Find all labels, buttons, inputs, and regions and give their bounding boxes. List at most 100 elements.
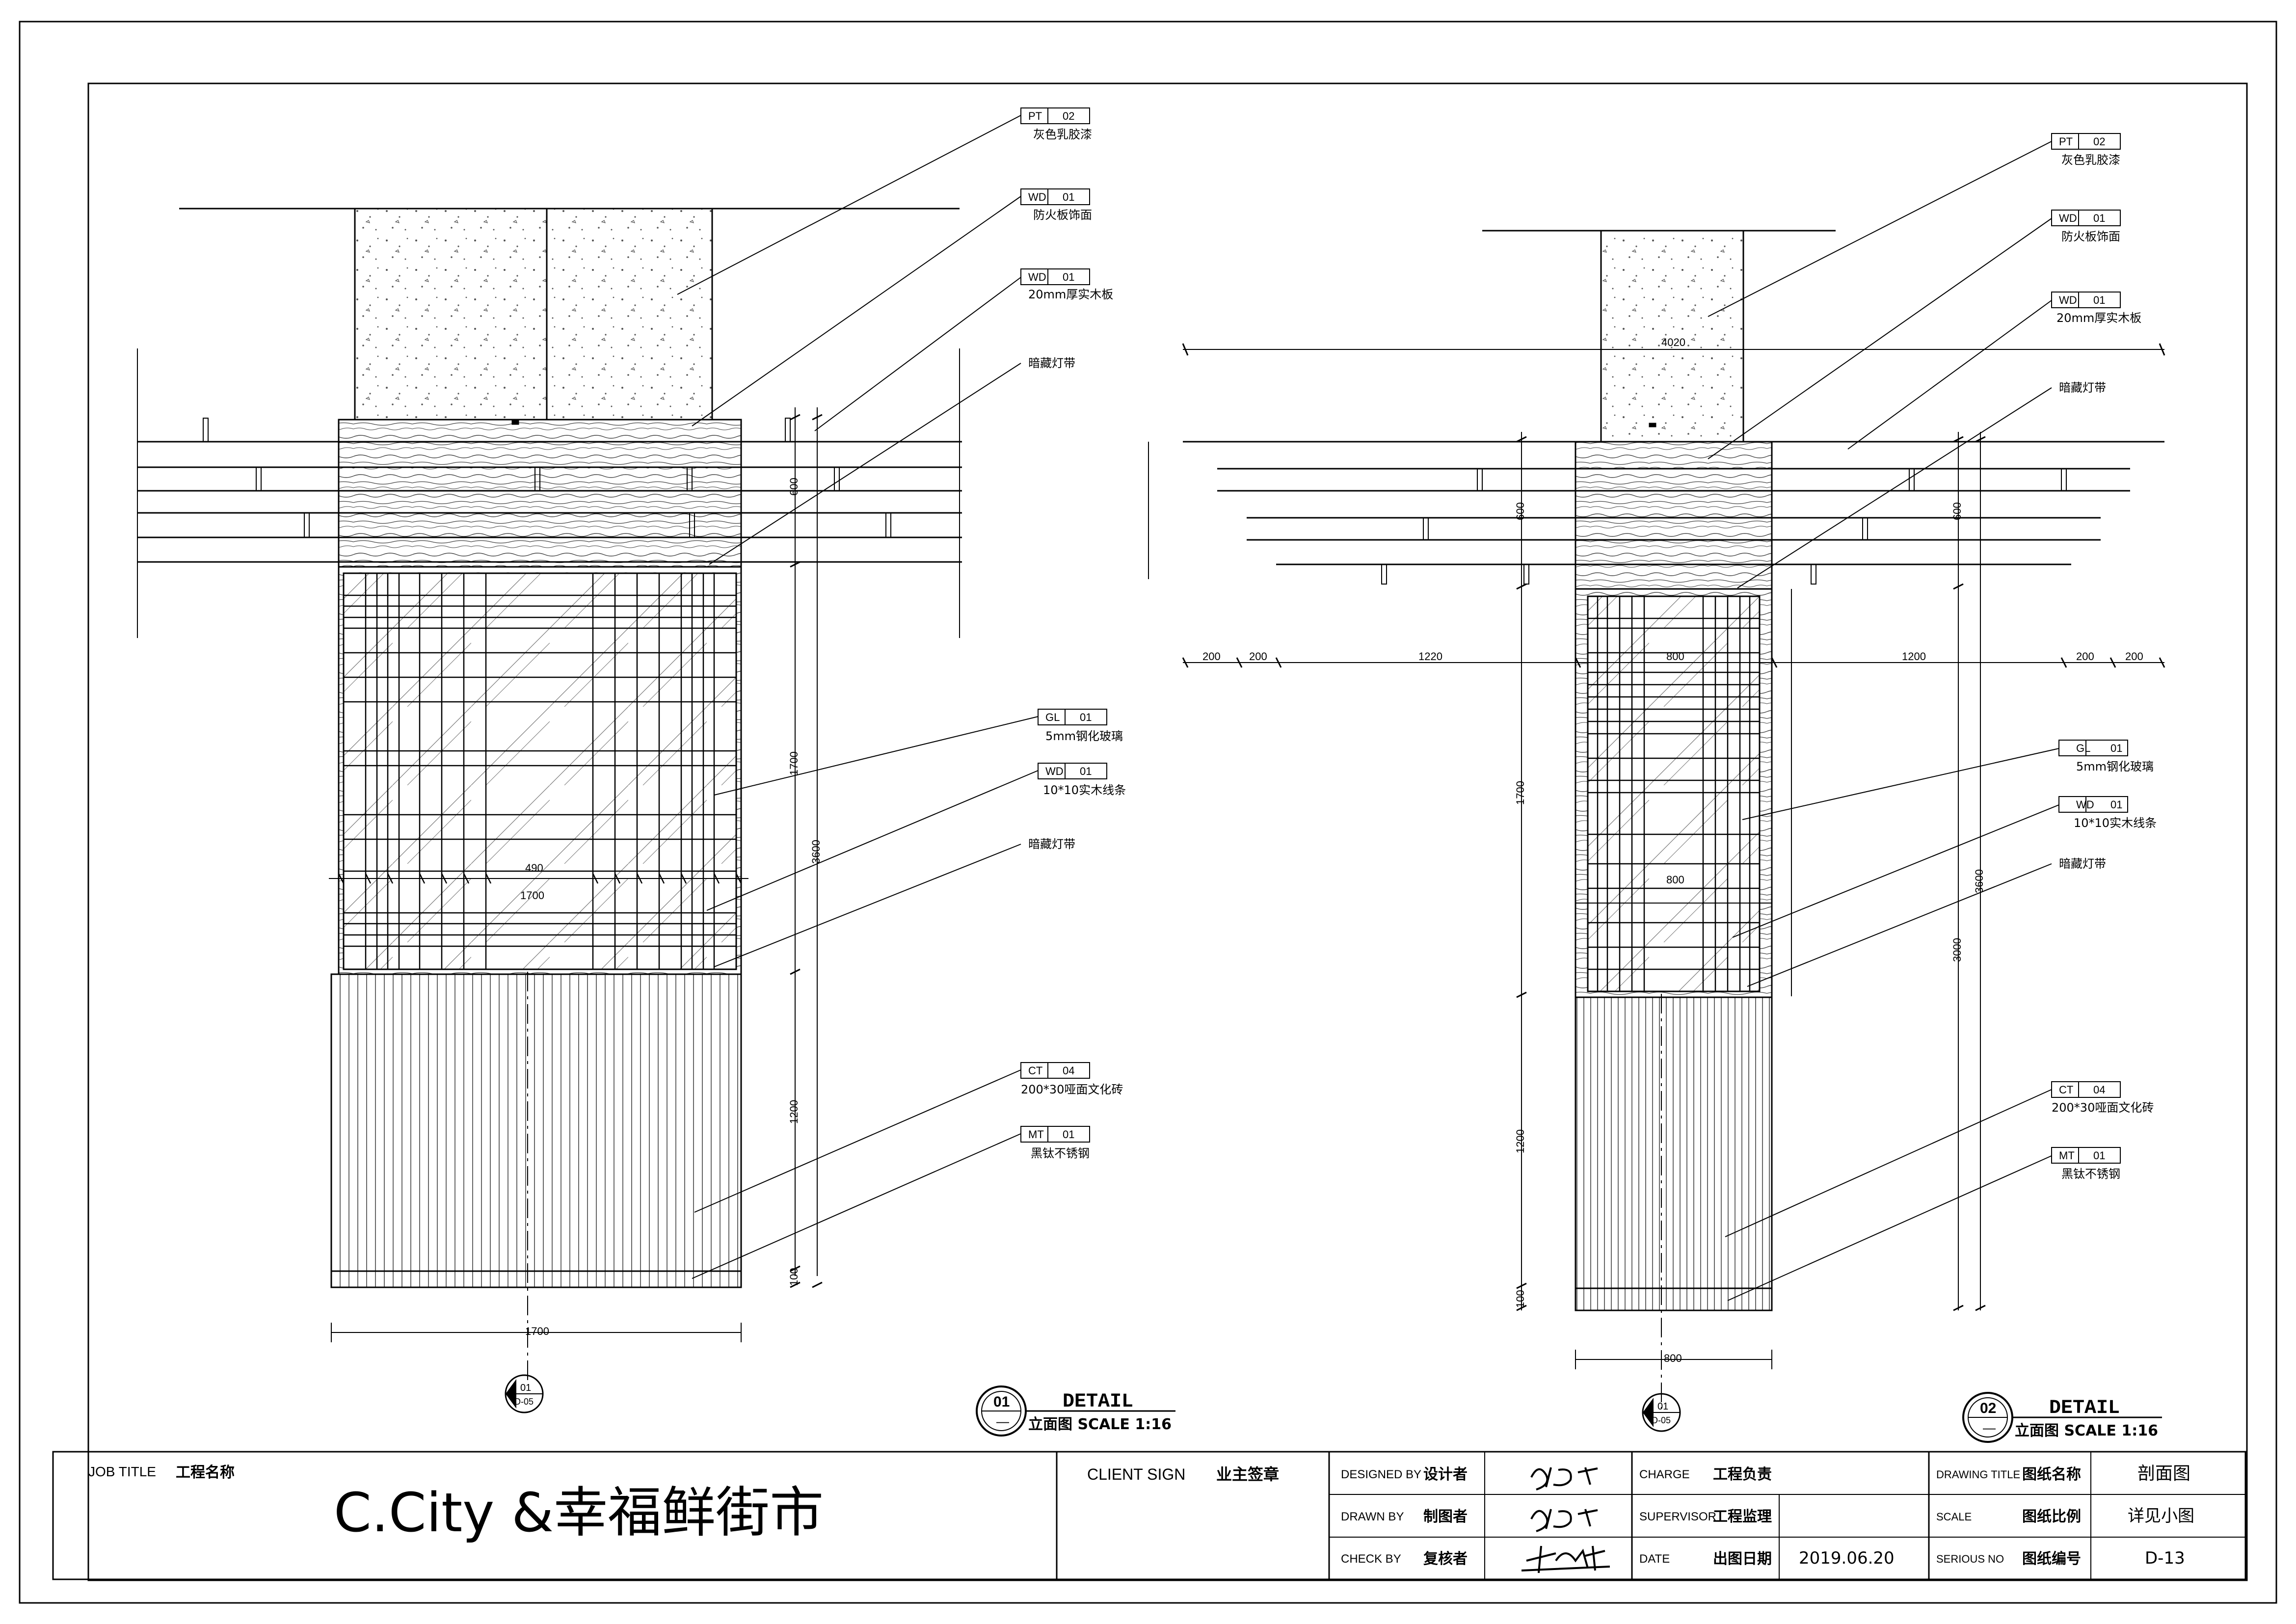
left-tag-2-num: 01 [1063,271,1074,283]
right-tag-1-num: 01 [2093,212,2105,224]
right-tag-8-code: MT [2059,1149,2075,1162]
detail-02-num: 02 [1980,1400,1996,1416]
left-tag-3-desc: 暗藏灯带 [1028,356,1075,370]
check-by-label: CHECK BY [1341,1552,1401,1566]
section-marker-right: 01 D-05 [1642,1393,1681,1432]
drawing-title-label: DRAWING TITLE [1936,1468,2020,1481]
detail-label-02: 02 — DETAIL 立面图 SCALE 1:16 [1962,1392,2162,1443]
dim-right-3600: 3600 [1973,869,1985,893]
right-tag-8-num: 01 [2093,1149,2105,1162]
left-tag-0-code: PT [1028,110,1042,122]
dim-right-1200: 1200 [1514,1129,1526,1153]
right-material-tags [2051,133,2128,1164]
dim-right-100: 100 [1514,1290,1526,1308]
dim-right-seg-4: 1200 [1902,650,1926,663]
designed-by-cn: 设计者 [1423,1466,1468,1483]
left-tag-8-num: 01 [1063,1128,1074,1141]
serious-no-cn: 图纸编号 [2022,1550,2081,1568]
left-tag-8-code: MT [1028,1128,1044,1141]
right-tag-5-desc: 10*10实木线条 [2074,816,2157,830]
dim-right-600: 600 [1514,502,1526,520]
scale-value: 详见小图 [2128,1506,2194,1526]
leader-lines [677,115,2059,1301]
dim-right-seg-0: 200 [1202,650,1221,663]
section-marker-left-num: 01 [520,1383,531,1393]
signature-drafter [1530,1509,1598,1532]
right-tag-3-desc: 暗藏灯带 [2059,381,2106,395]
charge-label: CHARGE [1639,1468,1690,1481]
dim-left-1700: 1700 [788,751,800,775]
serious-no-value: D-13 [2145,1548,2185,1568]
dim-right-seg-1: 200 [1249,650,1267,663]
section-marker-right-ref: D-05 [1652,1415,1671,1425]
left-tag-6-desc: 暗藏灯带 [1028,837,1075,851]
left-tag-0-num: 02 [1063,110,1074,122]
dim-left-490: 490 [525,862,543,874]
dim-left-100: 100 [788,1268,800,1286]
detail-02-title: DETAIL [2049,1397,2120,1419]
detail-02-sub: — [1983,1420,1996,1435]
right-tag-texts: PT 02 灰色乳胶漆 WD 01 防火板饰面 WD 01 20mm厚实木板 暗… [2052,135,2157,1181]
right-tag-2-desc: 20mm厚实木板 [2056,311,2141,325]
left-tag-8-desc: 黑钛不锈钢 [1031,1146,1090,1160]
dim-left-600: 600 [788,478,800,496]
section-marker-right-num: 01 [1657,1401,1668,1412]
client-sign-cn: 业主签章 [1216,1465,1279,1484]
drawn-by-label: DRAWN BY [1341,1510,1404,1523]
dim-left-3600: 3600 [810,840,822,864]
dim-right-3000: 3000 [1951,938,1963,962]
date-label: DATE [1639,1552,1670,1566]
dim-right-top: 4020 [1661,336,1685,348]
dim-left-1200: 1200 [788,1100,800,1124]
detail-02-caption: 立面图 SCALE 1:16 [2015,1422,2158,1439]
left-tag-0-desc: 灰色乳胶漆 [1033,128,1092,141]
dim-right-width-mid: 800 [1666,874,1684,886]
right-tag-2-num: 01 [2093,294,2105,306]
signature-designer [1530,1467,1598,1491]
dim-right-seg-6: 200 [2125,650,2143,663]
left-tag-4-desc: 5mm钢化玻璃 [1045,729,1123,743]
right-tag-2-code: WD [2059,294,2077,306]
designed-by-label: DESIGNED BY [1341,1468,1421,1481]
right-tag-7-num: 04 [2093,1084,2105,1096]
left-tag-4-num: 01 [1080,711,1092,723]
right-tag-5-code: WD [2076,799,2094,811]
left-tag-5-desc: 10*10实木线条 [1043,783,1126,797]
dim-left-width-mid: 1700 [520,889,544,902]
project-name: C.City &幸福鲜街市 [334,1481,824,1544]
right-tag-4-num: 01 [2110,742,2122,754]
left-tag-texts: PT 02 灰色乳胶漆 WD 01 防火板饰面 WD 01 20mm厚实木板 暗… [1021,110,1126,1160]
left-tag-5-code: WD [1045,765,1064,777]
right-elevation [1148,230,2165,1409]
scale-label: SCALE [1936,1511,1972,1523]
right-tag-5-num: 01 [2110,799,2122,811]
left-tag-2-code: WD [1028,271,1046,283]
right-dimension-texts: 4020 200 200 1220 800 1200 200 200 600 1… [1202,336,2143,1364]
date-value: 2019.06.20 [1799,1548,1895,1568]
job-title-cn: 工程名称 [176,1464,235,1481]
job-title-label: JOB TITLE [88,1464,156,1479]
serious-no-label: SERIOUS NO [1936,1553,2004,1565]
dim-right-seg-5: 200 [2076,650,2094,663]
left-tag-7-desc: 200*30哑面文化砖 [1021,1083,1123,1096]
dim-right-seg-3: 800 [1666,650,1684,663]
section-marker-left: 01 D-05 [505,1374,544,1413]
check-by-cn: 复核者 [1423,1550,1468,1568]
left-tag-7-code: CT [1028,1065,1042,1077]
detail-01-sub: — [996,1414,1009,1429]
left-tag-5-num: 01 [1080,765,1092,777]
right-tag-7-code: CT [2059,1084,2073,1096]
left-material-tags [1020,107,1107,1143]
charge-cn: 工程负责 [1713,1466,1772,1483]
title-block-texts: JOB TITLE 工程名称 C.City &幸福鲜街市 CLIENT SIGN… [88,1464,2194,1568]
left-elevation [137,208,962,1384]
left-tag-7-num: 04 [1063,1065,1074,1077]
drawing-title-value: 剖面图 [2137,1464,2190,1484]
dim-right-600b: 600 [1951,502,1963,520]
detail-label-01: 01 — DETAIL 立面图 SCALE 1:16 [976,1385,1175,1437]
right-tag-0-desc: 灰色乳胶漆 [2061,153,2120,167]
right-tag-7-desc: 200*30哑面文化砖 [2052,1101,2154,1115]
right-tag-4-desc: 5mm钢化玻璃 [2076,760,2154,773]
dim-right-width: 800 [1664,1352,1682,1364]
